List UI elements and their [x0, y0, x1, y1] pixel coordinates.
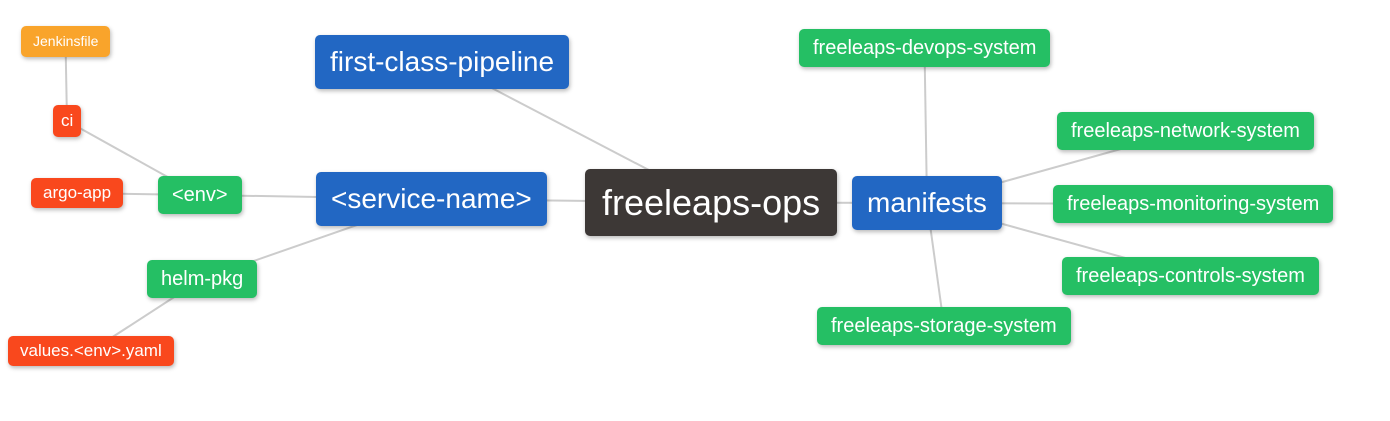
node-freeleaps-monitoring-system[interactable]: freeleaps-monitoring-system	[1053, 185, 1334, 223]
node-freeleaps-devops-system[interactable]: freeleaps-devops-system	[799, 29, 1051, 67]
node-freeleaps-network-system[interactable]: freeleaps-network-system	[1057, 112, 1314, 150]
node-freeleaps-controls-system[interactable]: freeleaps-controls-system	[1062, 257, 1319, 295]
node-first-class-pipeline[interactable]: first-class-pipeline	[315, 35, 570, 89]
node-freeleaps-storage-system[interactable]: freeleaps-storage-system	[817, 307, 1071, 345]
node-freeleaps-ops[interactable]: freeleaps-ops	[585, 169, 838, 237]
node-helm-pkg[interactable]: helm-pkg	[147, 260, 258, 298]
node-argo-app[interactable]: argo-app	[31, 178, 124, 209]
node-values-env-yaml[interactable]: values.<env>.yaml	[8, 336, 174, 367]
node-ci[interactable]: ci	[53, 105, 82, 138]
node-service-name[interactable]: <service-name>	[316, 172, 547, 226]
node-jenkinsfile[interactable]: Jenkinsfile	[21, 26, 111, 57]
node-env[interactable]: <env>	[158, 176, 242, 214]
node-manifests[interactable]: manifests	[852, 176, 1002, 230]
